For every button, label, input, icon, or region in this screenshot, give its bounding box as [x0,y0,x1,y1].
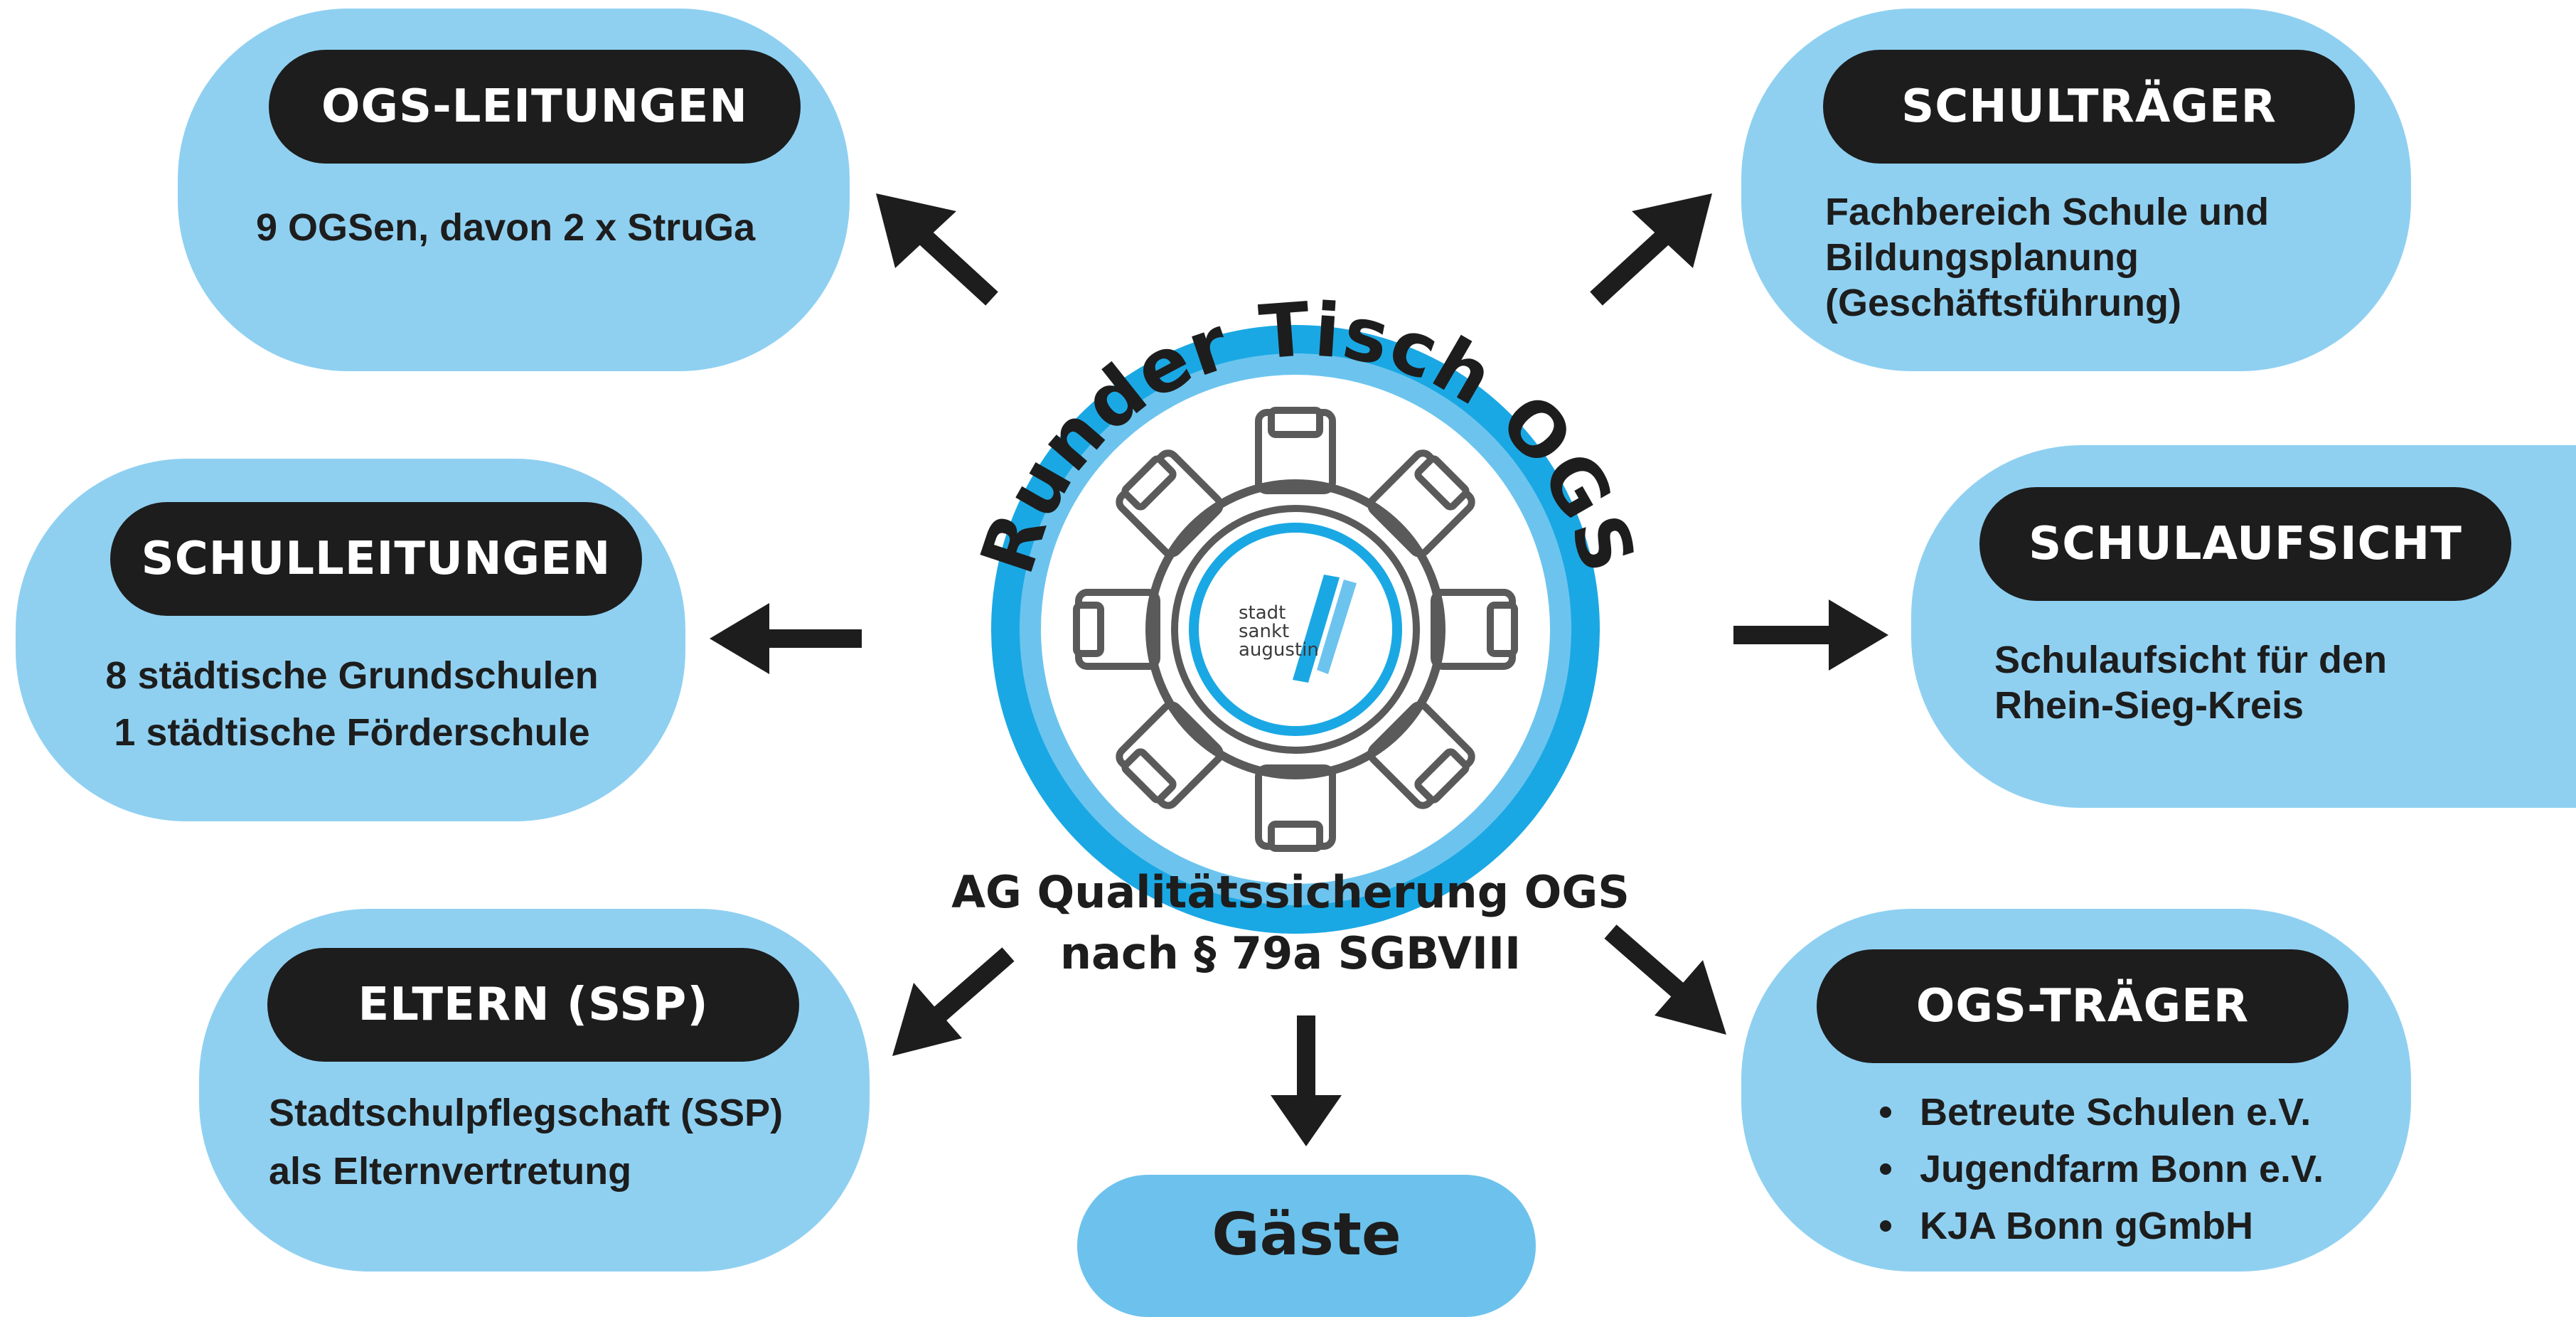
heading-schultraeger: SCHULTRÄGER [1823,50,2355,164]
arrow-icon [1590,193,1712,306]
heading-eltern: ELTERN (SSP) [267,948,799,1062]
page-title: Mehr Arbeit als Kreis? [0,0,2576,16]
list-item: Betreute Schulen e.V. [1874,1084,2324,1141]
text-eltern: Stadtschulpflegschaft (SSP) als Elternve… [269,1092,784,1193]
heading-schulleitungen: SCHULLEITUNGEN [110,502,642,616]
bullets-ogs-traeger: Betreute Schulen e.V. Jugendfarm Bonn e.… [1874,1084,2324,1254]
city-logo-icon: stadt sankt augustin [1239,575,1357,683]
text-ogs-leitungen: 9 OGSen, davon 2 x StruGa [256,206,756,249]
arrow-icon [892,947,1015,1056]
list-item: KJA Bonn gGmbH [1874,1198,2324,1254]
guests-box: Gäste [1077,1175,1536,1317]
text-schulaufsicht: Schulaufsicht für den Rhein-Sieg-Kreis [1994,639,2388,727]
round-table-icon [1145,479,1445,779]
arrow-icon [1733,599,1888,671]
heading-ogs-traeger: OGS-TRÄGER [1817,949,2348,1063]
text-schulleitungen: 8 städtische Grundschulen 1 städtische F… [105,654,599,754]
arrow-icon [710,603,862,674]
heading-schulaufsicht: SCHULAUFSICHT [1979,487,2511,601]
arrow-icon [1604,924,1726,1035]
svg-text:stadt: stadt [1239,602,1286,624]
text-schultraeger: Fachbereich Schule und Bildungsplanung (… [1825,191,2270,324]
list-item: Jugendfarm Bonn e.V. [1874,1141,2324,1198]
svg-text:augustin: augustin [1239,639,1319,661]
arrow-icon [876,193,998,306]
arrow-icon [1271,1015,1342,1146]
svg-text:sankt: sankt [1239,621,1289,642]
round-table-diagram: Runder Tisch OGS stadt sankt augustin [710,193,1888,1146]
ag-caption: AG Qualitätssicherung OGS nach § 79a SGB… [951,866,1630,979]
heading-ogs-leitungen: OGS-LEITUNGEN [269,50,801,164]
